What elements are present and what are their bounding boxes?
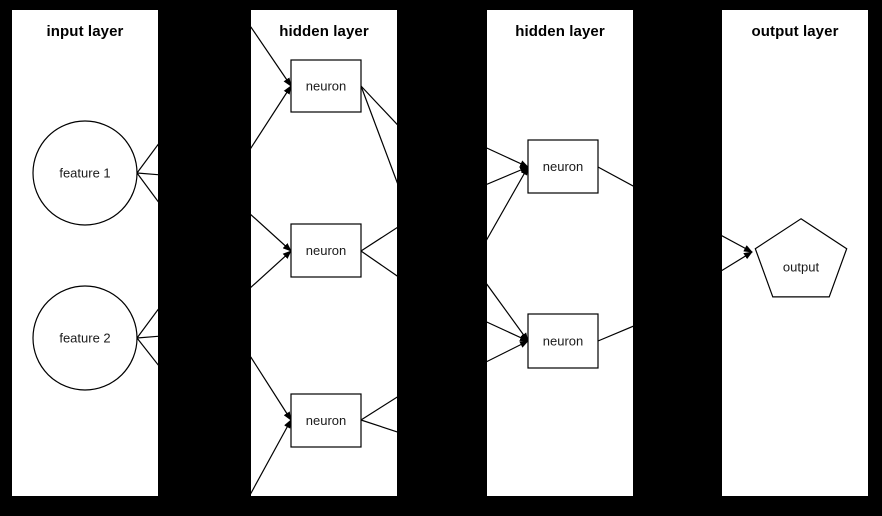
edges-into-neuron-3: [251, 356, 292, 495]
hidden-layer-1-panel: hidden layer: [251, 10, 397, 496]
hidden-layer-1-title: hidden layer: [279, 23, 369, 40]
node-neuron-2[interactable]: neuron: [290, 223, 362, 278]
output-layer-panel: output layer output: [722, 10, 868, 496]
hidden-layer-1-graphics: neuron neuron neuron: [251, 26, 397, 495]
edges-from-neuron-4: [597, 166, 633, 187]
edges-into-neuron-5: [487, 283, 529, 363]
output-layer-title: output layer: [751, 23, 839, 40]
edges-into-output: [722, 235, 753, 272]
node-feature-2-label: feature 2: [59, 330, 110, 345]
edges-from-neuron-5: [597, 325, 633, 342]
node-feature-2[interactable]: feature 2: [32, 285, 138, 391]
node-feature-1-label: feature 1: [59, 165, 110, 180]
node-neuron-1[interactable]: neuron: [290, 59, 362, 113]
node-neuron-4-label: neuron: [543, 159, 583, 174]
hidden-layer-2-title: hidden layer: [515, 23, 605, 40]
input-layer-panel: input layer feature 1: [12, 10, 158, 496]
node-neuron-5-label: neuron: [543, 333, 583, 348]
node-output-label: output: [783, 259, 820, 274]
edges-from-feature-1: [136, 143, 158, 203]
node-neuron-4[interactable]: neuron: [527, 139, 599, 194]
node-neuron-2-label: neuron: [306, 243, 346, 258]
hidden-layer-2-graphics: neuron neuron: [487, 139, 633, 369]
node-neuron-3[interactable]: neuron: [290, 393, 362, 448]
edges-from-feature-2: [136, 308, 158, 366]
edges-into-neuron-4: [487, 147, 529, 241]
node-feature-1[interactable]: feature 1: [32, 120, 138, 226]
output-layer-graphics: output: [722, 218, 848, 298]
input-layer-title: input layer: [46, 23, 124, 40]
node-neuron-3-label: neuron: [306, 413, 346, 428]
edges-into-neuron-2: [251, 213, 292, 289]
edges-from-neuron-1: [360, 85, 397, 184]
node-neuron-5[interactable]: neuron: [527, 313, 599, 369]
input-layer-graphics: feature 1 feature 2: [32, 120, 158, 391]
edges-into-neuron-1: [251, 26, 292, 149]
edges-from-neuron-3: [360, 396, 397, 433]
edges-from-neuron-2: [360, 226, 397, 277]
node-output[interactable]: output: [754, 218, 848, 298]
node-neuron-1-label: neuron: [306, 78, 346, 93]
hidden-layer-2-panel: hidden layer: [487, 10, 633, 496]
